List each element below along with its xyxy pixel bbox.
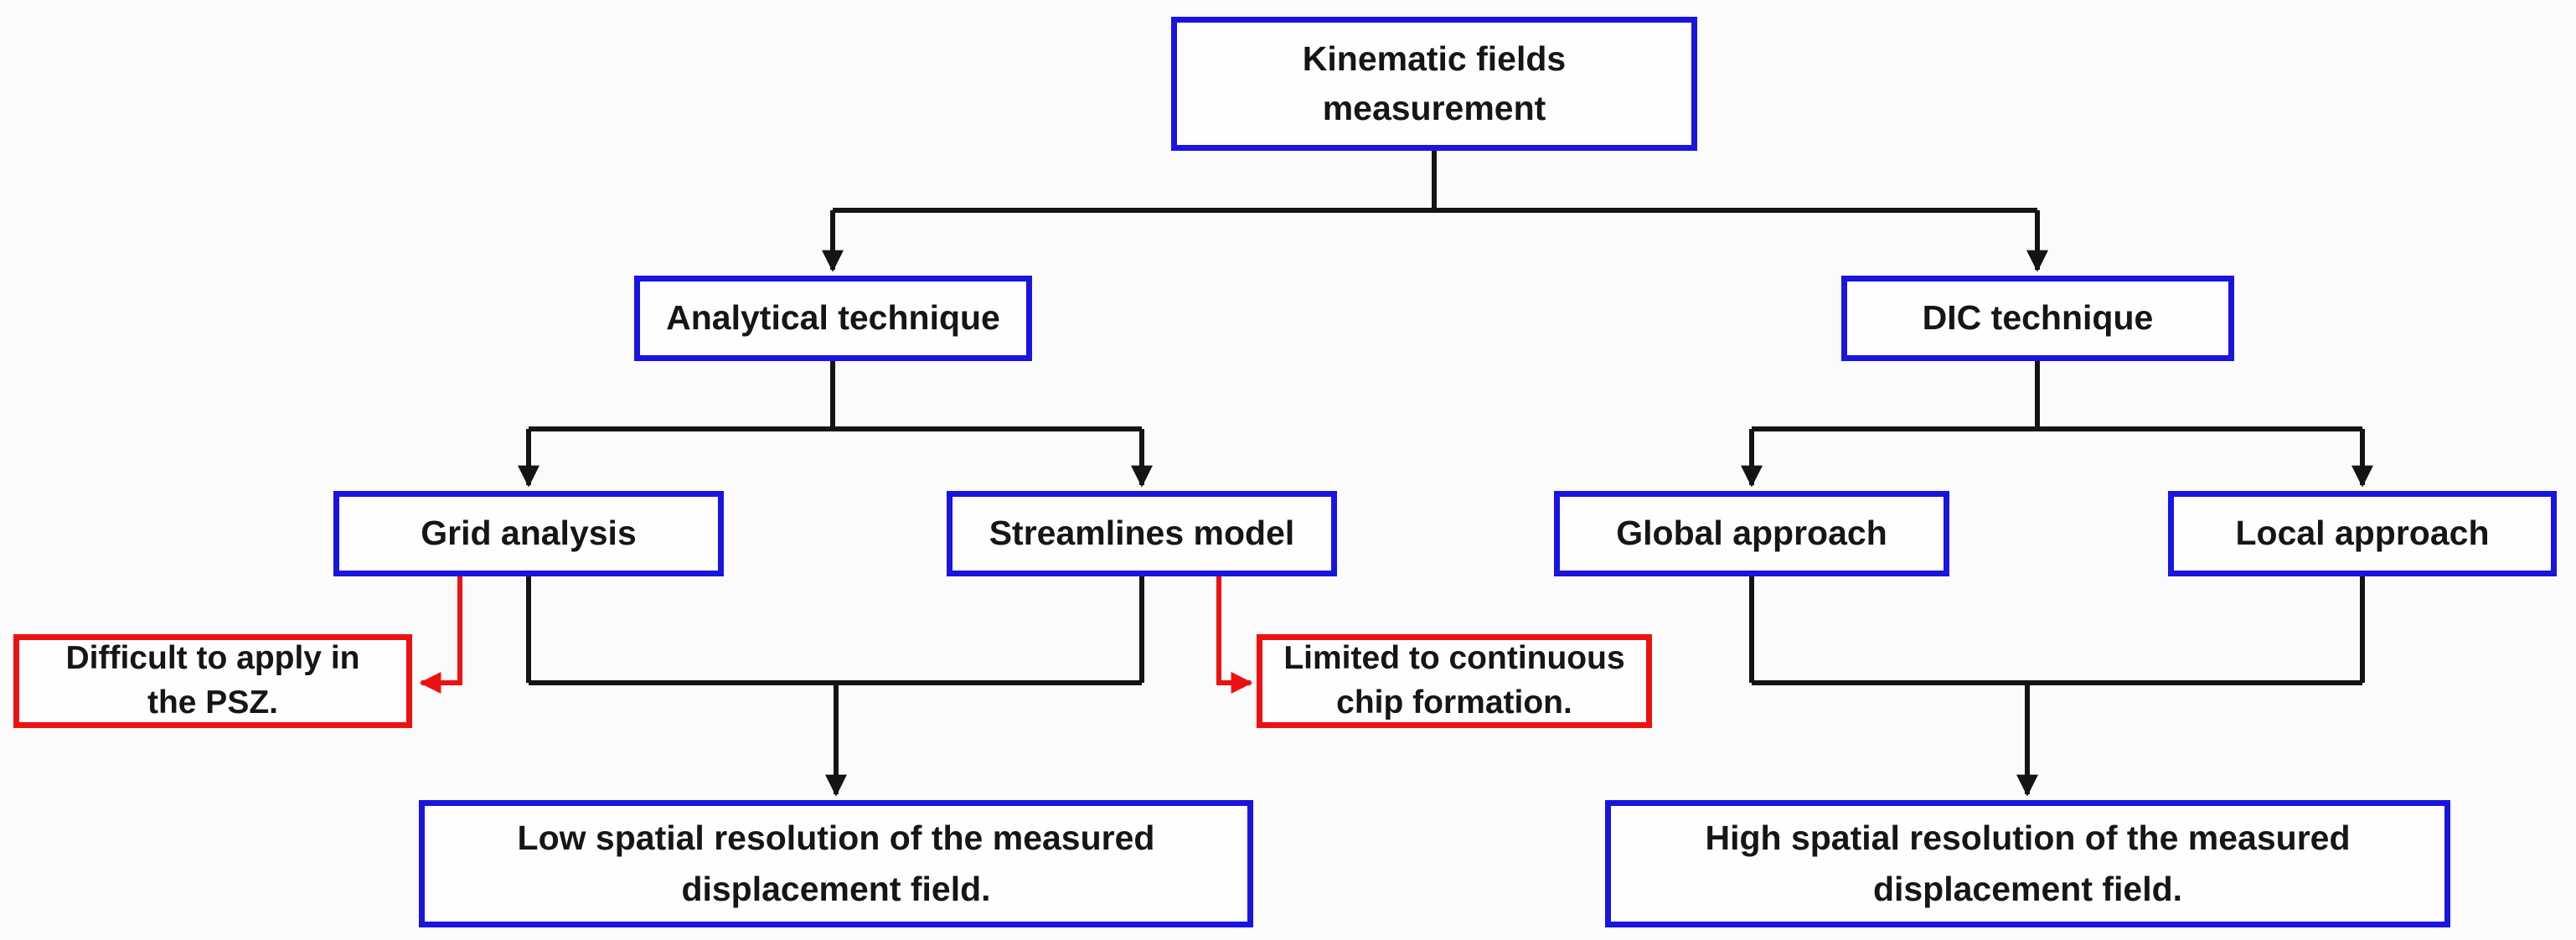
connector-dic-merge-rail (1749, 576, 2365, 685)
connector-analytical-merge-rail (526, 576, 1144, 685)
node-label: DIC technique (1922, 298, 2154, 338)
node-label: Streamlines model (989, 514, 1295, 553)
node-label: Low spatial resolution of the measured d… (517, 818, 1155, 909)
node-label: Difficult to apply in the PSZ. (65, 640, 360, 720)
node-label: Kinematic fields measurement (1302, 39, 1567, 127)
node-label: Grid analysis (421, 514, 637, 553)
connector-grid-to-limitation (419, 576, 462, 694)
node-streamlines-model: Streamlines model (947, 491, 1337, 576)
node-grid-analysis: Grid analysis (333, 491, 724, 576)
node-label: High spatial resolution of the measured … (1705, 818, 2351, 909)
node-label: Analytical technique (666, 298, 1000, 338)
connector-analytical-stem (529, 361, 1142, 431)
node-dic-technique: DIC technique (1841, 276, 2234, 361)
node-limitation-continuous-chip: Limited to continuous chip formation. (1257, 634, 1652, 728)
node-kinematic-fields-measurement: Kinematic fields measurement (1171, 17, 1697, 151)
node-label: Global approach (1616, 514, 1887, 553)
node-label: Limited to continuous chip formation. (1283, 640, 1625, 720)
node-analytical-technique: Analytical technique (634, 276, 1032, 361)
node-label: Local approach (2235, 514, 2490, 553)
node-local-approach: Local approach (2168, 491, 2557, 576)
node-limitation-difficult-psz: Difficult to apply in the PSZ. (13, 634, 412, 728)
node-low-spatial-resolution-outcome: Low spatial resolution of the measured d… (419, 800, 1253, 927)
connector-streamlines-to-limitation (1216, 576, 1253, 694)
connector-root-stem (833, 151, 2037, 213)
node-high-spatial-resolution-outcome: High spatial resolution of the measured … (1605, 800, 2450, 927)
node-global-approach: Global approach (1554, 491, 1949, 576)
connector-dic-stem (1752, 361, 2362, 431)
